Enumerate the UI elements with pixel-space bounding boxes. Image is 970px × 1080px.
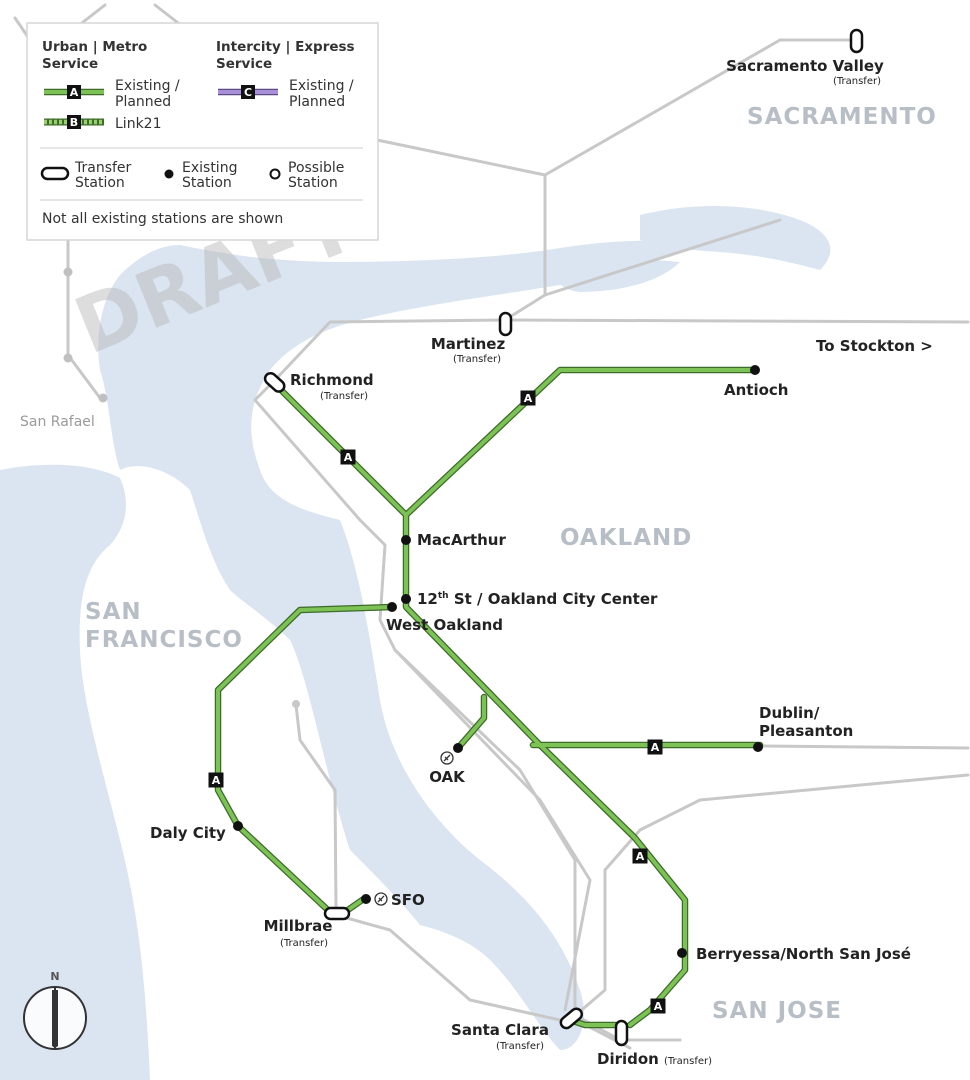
san-francisco-bay [98,240,701,1050]
svg-text:Planned: Planned [115,94,171,110]
svg-text:Station: Station [182,175,232,191]
transfer-stations [263,28,864,1047]
label-martinez-sub: (Transfer) [453,354,501,365]
label-martinez: Martinez [431,335,506,353]
line-a-badges: A A A A A A [208,390,666,1014]
martinez-transfer [498,311,513,337]
label-pleasanton: Pleasanton [759,722,853,740]
svg-text:Link21: Link21 [115,116,161,132]
label-sacramento-valley-sub: (Transfer) [833,76,881,87]
label-daly-city: Daly City [150,824,226,842]
svg-text:A: A [524,392,533,405]
oak-airport-icon [440,751,454,765]
label-sfo: SFO [391,891,425,909]
region-sf-line1: SAN [85,599,142,625]
pacific-ocean [0,464,150,1080]
north-compass: N [23,970,87,1050]
legend-note: Not all existing stations are shown [42,211,283,227]
marin-station-dot [63,353,73,363]
legend: Urban | Metro Service Intercity | Expres… [26,22,379,241]
svg-text:Intercity | Express: Intercity | Express [216,39,355,55]
region-sacramento: SACRAMENTO [747,104,937,130]
legend-possible-station-icon [269,168,281,180]
label-diridon-sub: (Transfer) [664,1056,712,1067]
legend-link21-swatch: B [44,115,104,129]
millbrae-transfer [323,906,351,921]
svg-text:Station: Station [75,175,125,191]
label-santa-clara: Santa Clara [451,1021,549,1039]
legend-intercity-swatch: C [218,85,278,99]
svg-text:A: A [654,1000,663,1013]
island [377,658,412,696]
svg-text:A: A [70,86,79,99]
label-richmond: Richmond [290,371,374,389]
richmond-transfer [263,371,286,393]
sacramento-valley-transfer [849,28,864,54]
label-west-oakland: West Oakland [386,616,503,634]
region-san-jose: SAN JOSE [712,998,842,1024]
region-sf-line2: FRANCISCO [85,627,243,653]
santa-clara-transfer [559,1007,584,1030]
svg-text:Possible: Possible [288,160,344,176]
legend-existing-station-icon [164,169,174,179]
label-millbrae-sub: (Transfer) [280,938,328,949]
legend-transfer-icon [40,166,70,181]
svg-text:Urban | Metro: Urban | Metro [42,39,147,55]
svg-text:Station: Station [288,175,338,191]
san-pablo-bay [640,205,831,270]
label-berryessa: Berryessa/North San José [696,945,911,963]
label-richmond-sub: (Transfer) [320,391,368,402]
label-macarthur: MacArthur [417,531,506,549]
label-sacramento-valley: Sacramento Valley [726,57,884,75]
svg-text:Service: Service [42,56,98,72]
suisun-bay [556,259,680,292]
svg-text:Planned: Planned [289,94,345,110]
label-oakland-city-center: 12th St / Oakland City Center [417,590,658,608]
svg-text:A: A [636,850,645,863]
label-antioch: Antioch [724,381,788,399]
svg-text:Existing /: Existing / [289,78,354,94]
svg-text:N: N [50,970,59,983]
sfo-airport-icon [374,892,388,906]
bay-water [0,205,831,1080]
san-rafael-dot [98,393,108,403]
svg-text:Transfer: Transfer [74,160,132,176]
region-oakland: OAKLAND [560,525,692,551]
svg-text:A: A [651,741,660,754]
label-to-stockton: To Stockton > [816,337,933,355]
marin-station-dot [63,267,73,277]
label-santa-clara-sub: (Transfer) [496,1041,544,1052]
svg-text:B: B [70,116,78,129]
label-oak: OAK [429,768,466,786]
legend-existing-swatch: A [44,85,104,99]
svg-text:Existing /: Existing / [115,78,180,94]
label-san-rafael: San Rafael [20,414,95,430]
svg-text:Existing: Existing [182,160,237,176]
svg-text:C: C [244,86,252,99]
svg-text:A: A [344,451,353,464]
existing-station-dots [233,365,763,958]
svg-text:Service: Service [216,56,272,72]
label-diridon: Diridon [597,1050,659,1068]
svg-text:A: A [212,774,221,787]
diridon-transfer [614,1019,629,1047]
label-dublin: Dublin/ [759,704,820,722]
other-rail-tracks [13,3,970,1050]
label-millbrae: Millbrae [264,917,333,935]
